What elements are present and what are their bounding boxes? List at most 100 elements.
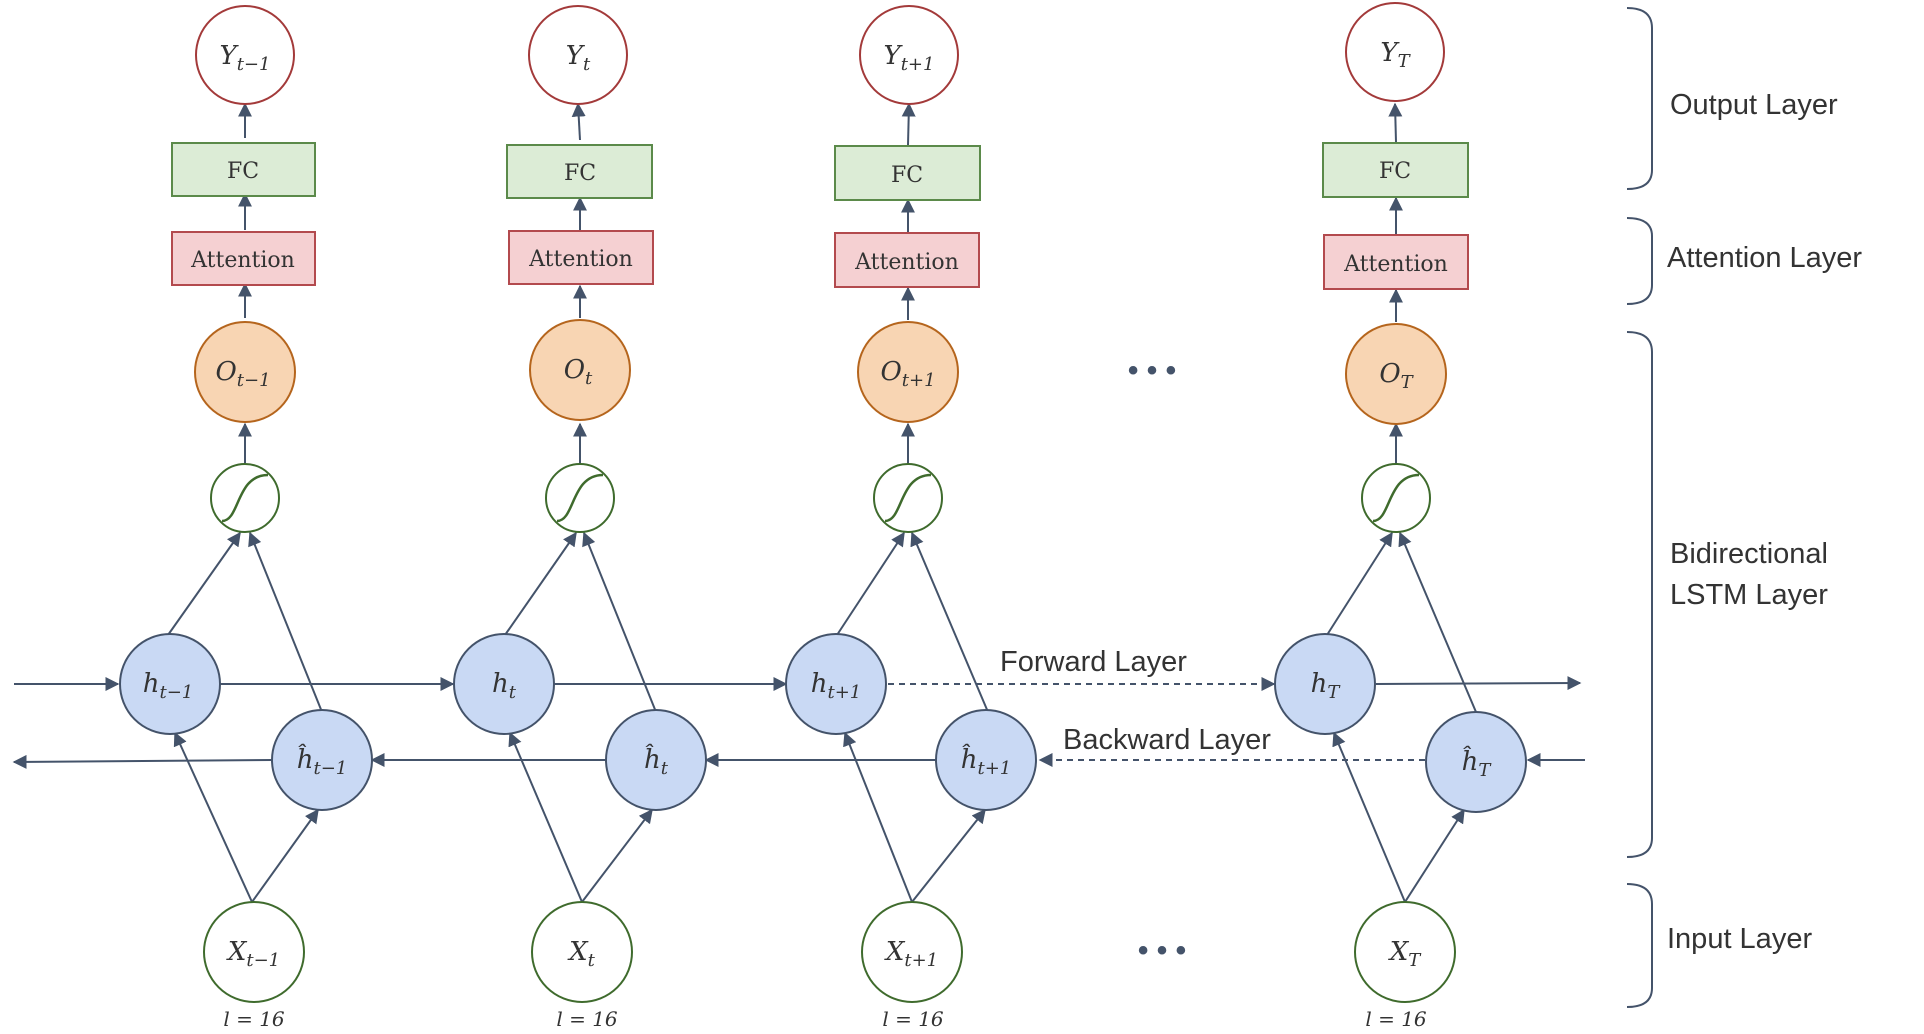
- input-label: X: [226, 937, 248, 967]
- timestep-column: Yt FC Attention Ot h t ĥt Xt l = 16: [453, 5, 707, 1031]
- forward-hidden-subscript: t−1: [159, 682, 193, 703]
- fc-label: FC: [564, 161, 596, 186]
- fc-box: [834, 145, 981, 201]
- sigmoid-icon: [1372, 473, 1420, 523]
- input-node: [203, 901, 305, 1003]
- output-label: Y: [220, 41, 240, 71]
- attention-label: Attention: [854, 250, 959, 275]
- attention-box: [834, 232, 980, 288]
- attention-layer-brace: [1626, 217, 1653, 305]
- forward-hidden-subscript: T: [1327, 682, 1341, 703]
- sigmoid-icon: [556, 473, 604, 523]
- forward-hidden-node: [453, 633, 555, 735]
- input-label: X: [1388, 937, 1410, 967]
- output-layer-title: Output Layer: [1670, 89, 1838, 121]
- backward-hidden-node: [605, 709, 707, 811]
- input-subscript: t−1: [246, 950, 280, 971]
- attention-label: Attention: [528, 247, 633, 272]
- layer-braces: [1626, 7, 1653, 1008]
- svg-text:Ot: Ot: [564, 355, 593, 389]
- output-subscript: t: [583, 54, 591, 75]
- input-node: [861, 901, 963, 1003]
- backward-hidden-node: [1425, 711, 1527, 813]
- backward-hidden-node: [271, 709, 373, 811]
- ellipsis-upper: • • •: [1128, 354, 1176, 387]
- svg-text:XT: XT: [1388, 937, 1423, 971]
- forward-hidden-node: [785, 633, 887, 735]
- lstm-output-subscript: t: [585, 368, 593, 389]
- svg-text:Xt−1: Xt−1: [226, 937, 280, 971]
- backward-hidden-subscript: t−1: [313, 758, 347, 779]
- output-label: Y: [1380, 38, 1400, 68]
- output-subscript: t−1: [237, 54, 271, 75]
- sequence-length-label: l = 16: [223, 1007, 285, 1031]
- fc-label: FC: [227, 159, 259, 184]
- forward-layer-label: Forward Layer: [1000, 646, 1187, 678]
- forward-hidden-label: h: [1311, 669, 1328, 699]
- svg-text:hT: hT: [1311, 669, 1342, 703]
- output-layer-brace: [1626, 7, 1653, 190]
- output-label: Y: [566, 41, 586, 71]
- attention-label: Attention: [1343, 252, 1448, 277]
- attention-layer-title: Attention Layer: [1667, 242, 1862, 274]
- backward-hidden-subscript: t: [661, 758, 669, 779]
- svg-text:Xt: Xt: [567, 937, 596, 971]
- svg-text:ht+1: ht+1: [811, 669, 862, 703]
- input-subscript: t+1: [904, 950, 938, 971]
- attention-box: [508, 230, 654, 285]
- sigmoid-node: [210, 463, 280, 533]
- lstm-layer-brace: [1626, 331, 1653, 858]
- output-subscript: T: [1398, 51, 1412, 72]
- svg-text:ĥt: ĥt: [644, 743, 669, 779]
- sigmoid-icon: [884, 473, 932, 523]
- backward-hidden-label: ĥ: [297, 743, 314, 775]
- sigmoid-node: [873, 463, 943, 533]
- forward-hidden-label: h: [492, 669, 509, 699]
- backward-hidden-subscript: t+1: [977, 758, 1011, 779]
- svg-text:Ot−1: Ot−1: [215, 357, 270, 391]
- forward-hidden-node: [1274, 633, 1376, 735]
- lstm-output-subscript: T: [1401, 372, 1415, 393]
- sequence-length-label: l = 16: [882, 1007, 944, 1031]
- fc-label: FC: [1379, 159, 1411, 184]
- forward-hidden-label: h: [811, 669, 828, 699]
- attention-box: [171, 231, 316, 286]
- output-node: [1345, 2, 1445, 102]
- sequence-length-label: l = 16: [1365, 1007, 1427, 1031]
- lstm-output-subscript: t+1: [902, 370, 936, 391]
- svg-text:ĥt−1: ĥt−1: [297, 743, 348, 779]
- output-node: [528, 5, 628, 105]
- forward-hidden-label: h: [143, 669, 160, 699]
- sigmoid-node: [1361, 463, 1431, 533]
- timestep-column: Yt−1 FC Attention Ot−1 ht−1 ĥt−1 Xt−1 l …: [119, 5, 373, 1031]
- fc-box: [1322, 142, 1469, 198]
- input-layer-title: Input Layer: [1667, 923, 1812, 955]
- svg-text:Yt−1: Yt−1: [220, 41, 271, 75]
- sequence-length-label: l = 16: [556, 1007, 618, 1031]
- forward-hidden-subscript: t+1: [827, 682, 861, 703]
- input-subscript: t: [588, 950, 596, 971]
- output-node: [859, 5, 959, 105]
- input-node: [1354, 901, 1456, 1003]
- svg-text:Ot+1: Ot+1: [880, 357, 935, 391]
- input-node: [531, 901, 633, 1003]
- lstm-output-label: O: [215, 357, 236, 387]
- sigmoid-node: [545, 463, 615, 533]
- lstm-output-node: [194, 321, 296, 423]
- output-label: Y: [884, 41, 904, 71]
- output-subscript: t+1: [901, 54, 935, 75]
- fc-label: FC: [891, 163, 923, 188]
- backward-layer-label: Backward Layer: [1063, 724, 1271, 756]
- input-layer-brace: [1626, 883, 1653, 1008]
- input-label: X: [884, 937, 906, 967]
- input-label: X: [567, 937, 589, 967]
- lstm-output-node: [529, 319, 631, 421]
- connections: [12, 102, 1585, 903]
- svg-text:OT: OT: [1379, 359, 1414, 393]
- svg-text:ht−1: ht−1: [143, 669, 194, 703]
- lstm-output-subscript: t−1: [237, 370, 271, 391]
- lstm-output-node: [1345, 323, 1447, 425]
- backward-hidden-label: ĥ: [961, 743, 978, 775]
- svg-text:Yt+1: Yt+1: [884, 41, 935, 75]
